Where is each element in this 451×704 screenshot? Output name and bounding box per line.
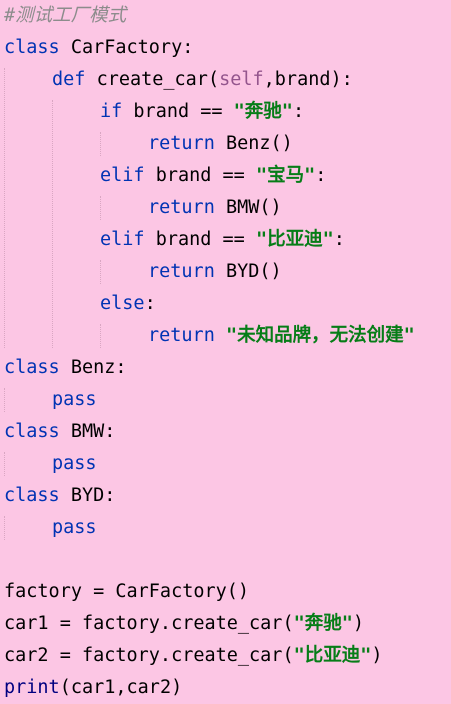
code-token: elif: [100, 165, 156, 186]
code-token: brand ==: [133, 101, 234, 122]
code-token: "比亚迪": [293, 645, 372, 666]
code-token: pass: [52, 517, 97, 538]
code-token: BYD(): [225, 261, 282, 282]
code-line[interactable]: car1 = factory.create_car("奔驰"): [4, 608, 364, 640]
code-token: BMW(): [225, 197, 282, 218]
code-line[interactable]: class CarFactory:: [4, 32, 193, 64]
code-line[interactable]: class Benz:: [4, 352, 127, 384]
code-line[interactable]: return "未知品牌，无法创建": [148, 320, 415, 352]
code-token: else: [100, 293, 145, 314]
code-token: (: [207, 69, 220, 90]
code-token: "宝马": [255, 165, 316, 186]
code-line[interactable]: pass: [52, 448, 97, 480]
code-token: class: [4, 37, 71, 58]
code-token: CarFactory:: [70, 37, 194, 58]
indent-guide: [4, 68, 5, 348]
code-line[interactable]: pass: [52, 384, 97, 416]
code-line[interactable]: def create_car(self,brand):: [52, 64, 353, 96]
code-token: "比亚迪": [255, 229, 334, 250]
code-token: :: [292, 101, 305, 122]
code-token: class: [4, 357, 71, 378]
code-token: BYD:: [70, 485, 116, 506]
code-token: BMW:: [70, 421, 116, 442]
code-token: ,brand):: [263, 69, 353, 90]
code-token: :: [333, 229, 345, 250]
code-token: create_car: [96, 69, 208, 90]
code-token: if: [100, 101, 134, 122]
code-line[interactable]: pass: [52, 512, 97, 544]
code-token: :: [144, 293, 156, 314]
indent-guide: [100, 324, 101, 348]
code-token: #测试工厂模式: [4, 5, 127, 26]
code-token: car1 = factory.create_car(: [4, 613, 294, 634]
indent-guide: [4, 516, 5, 540]
indent-guide: [4, 388, 5, 412]
indent-guide: [100, 196, 101, 220]
code-token: Benz(): [225, 133, 293, 154]
code-token: return: [148, 325, 226, 346]
code-line[interactable]: else:: [100, 288, 156, 320]
code-token: Benz:: [70, 357, 127, 378]
code-line[interactable]: car2 = factory.create_car("比亚迪"): [4, 640, 383, 672]
code-line[interactable]: return BMW(): [148, 192, 282, 224]
indent-guide: [100, 132, 101, 156]
code-token: brand ==: [155, 229, 256, 250]
code-line[interactable]: elif brand == "宝马":: [100, 160, 326, 192]
code-line[interactable]: print(car1,car2): [4, 672, 182, 704]
indent-guide: [52, 100, 53, 348]
code-token: ): [371, 645, 383, 666]
code-token: pass: [52, 453, 97, 474]
code-token: ): [352, 613, 365, 634]
code-token: "未知品牌，无法创建": [225, 325, 415, 346]
code-token: "奔驰": [293, 613, 353, 634]
code-token: return: [148, 261, 226, 282]
code-token: elif: [100, 229, 156, 250]
code-token: factory = CarFactory(): [4, 581, 250, 602]
code-token: car2 = factory.create_car(: [4, 645, 294, 666]
code-token: return: [148, 197, 226, 218]
indent-guide: [100, 260, 101, 284]
code-token: class: [4, 421, 71, 442]
code-line[interactable]: class BYD:: [4, 480, 115, 512]
code-line[interactable]: return Benz(): [148, 128, 293, 160]
code-token: def: [52, 69, 97, 90]
code-token: self: [219, 69, 264, 90]
code-line[interactable]: if brand == "奔驰":: [100, 96, 304, 128]
indent-guide: [4, 452, 5, 476]
code-token: (car1,car2): [59, 677, 183, 698]
code-token: pass: [52, 389, 97, 410]
code-token: :: [315, 165, 327, 186]
code-line[interactable]: #测试工厂模式: [4, 0, 126, 32]
code-token: "奔驰": [233, 101, 293, 122]
code-token: print: [4, 677, 60, 698]
code-line[interactable]: return BYD(): [148, 256, 282, 288]
code-line[interactable]: elif brand == "比亚迪":: [100, 224, 345, 256]
code-token: brand ==: [155, 165, 256, 186]
code-token: return: [148, 133, 226, 154]
code-line[interactable]: class BMW:: [4, 416, 115, 448]
code-line[interactable]: factory = CarFactory(): [4, 576, 249, 608]
code-token: class: [4, 485, 71, 506]
